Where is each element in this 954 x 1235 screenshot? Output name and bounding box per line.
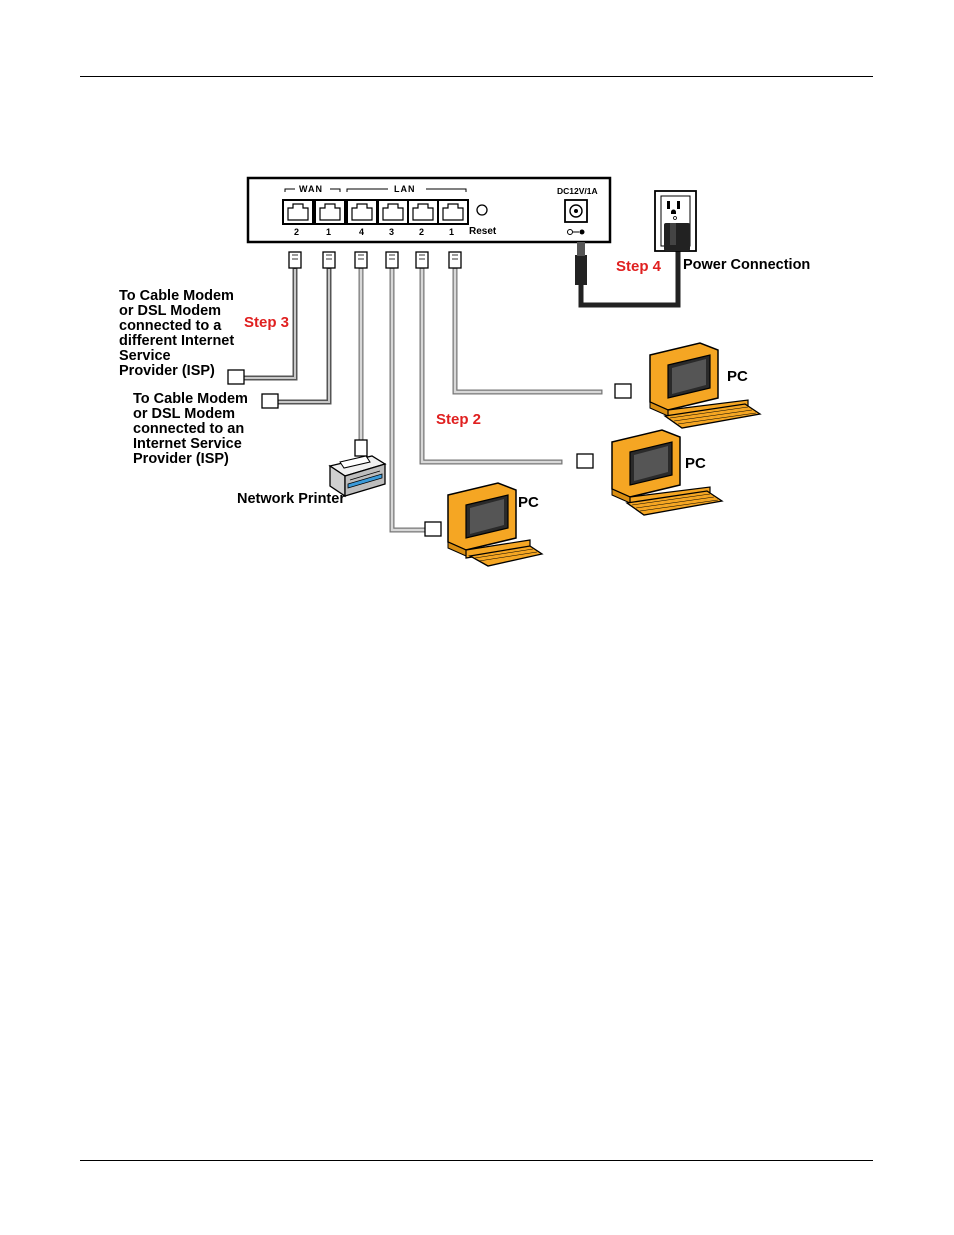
power-label: DC12V/1A (557, 186, 598, 196)
step4-label: Step 4 (616, 258, 661, 275)
wan-label: WAN (299, 184, 323, 194)
rj45-plug-icon (355, 440, 367, 456)
power-plug-icon (575, 242, 587, 285)
isp-same-line-2: or DSL Modem (133, 407, 235, 422)
step2-label: Step 2 (436, 411, 481, 428)
printer-icon (330, 456, 385, 496)
pc-label-top: PC (727, 369, 748, 384)
rj45-plug-icon (262, 394, 278, 408)
pc-label-middle: PC (685, 456, 706, 471)
lan-port-4-icon (347, 200, 377, 224)
wan-port-1-icon (315, 200, 345, 224)
isp-same-line-4: Internet Service (133, 437, 242, 452)
lan-port-4-number: 4 (359, 227, 364, 237)
rj45-plug-icon (289, 252, 461, 268)
wan-port-1-number: 1 (326, 227, 331, 237)
pc-icon (612, 430, 722, 515)
lan-port-2-icon (408, 200, 438, 224)
lan-port-2-number: 2 (419, 227, 424, 237)
power-adapter-icon (664, 223, 690, 251)
isp-different-line-6: Provider (ISP) (119, 364, 215, 379)
isp-different-line-3: connected to a (119, 319, 221, 334)
isp-different-line-2: or DSL Modem (119, 304, 221, 319)
isp-same-line-5: Provider (ISP) (133, 452, 229, 467)
rj45-plug-icon (577, 454, 593, 468)
pc-icon (650, 343, 760, 428)
network-printer-label: Network Printer (237, 492, 345, 507)
power-connection-label: Power Connection (683, 258, 810, 273)
isp-different-line-5: Service (119, 349, 171, 364)
wan-port-2-number: 2 (294, 227, 299, 237)
isp-same-line-1: To Cable Modem (133, 392, 248, 407)
lan-port-1-number: 1 (449, 227, 454, 237)
reset-button-icon (477, 205, 487, 215)
lan-port-1-icon (438, 200, 468, 224)
wan-port-2-icon (283, 200, 313, 224)
pc-label-bottom: PC (518, 495, 539, 510)
isp-different-line-4: different Internet (119, 334, 234, 349)
lan-label: LAN (394, 184, 416, 194)
rj45-plug-icon (615, 384, 631, 398)
rj45-plug-icon (425, 522, 441, 536)
lan-port-3-icon (378, 200, 408, 224)
lan-port-3-number: 3 (389, 227, 394, 237)
step3-label: Step 3 (244, 314, 289, 331)
isp-different-line-1: To Cable Modem (119, 289, 234, 304)
reset-label: Reset (469, 226, 496, 237)
rj45-plug-icon (228, 370, 244, 384)
isp-same-line-3: connected to an (133, 422, 244, 437)
